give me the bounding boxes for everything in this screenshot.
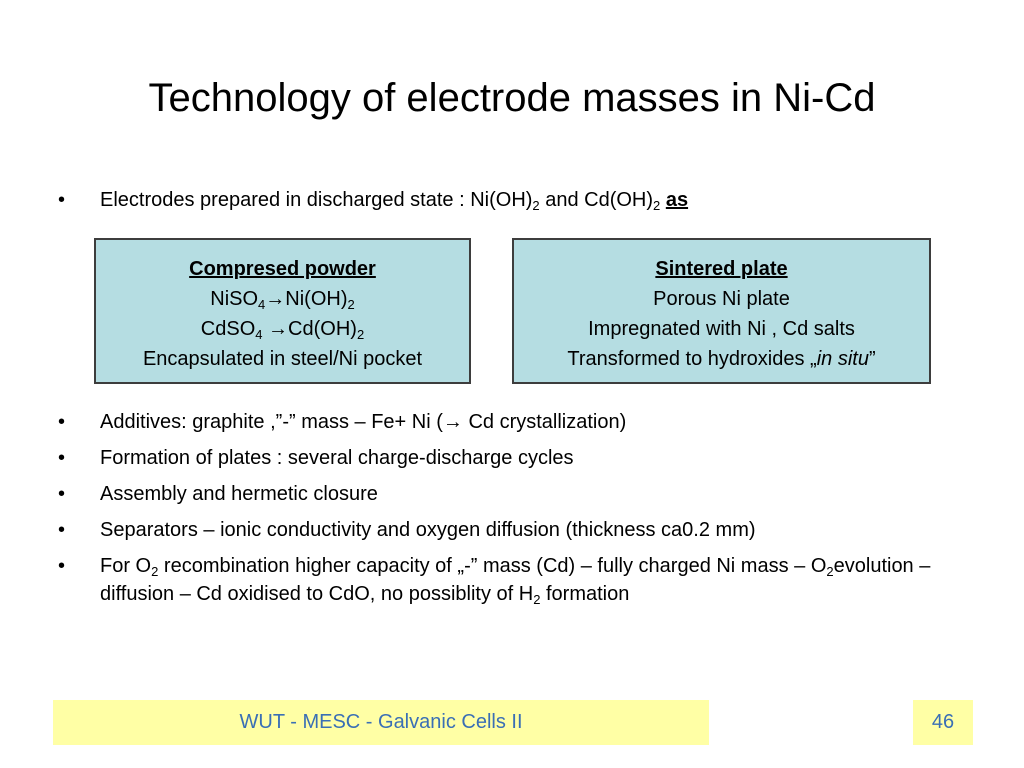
italic-text: in situ bbox=[816, 348, 869, 370]
bullet-item-recombination: •For O2 recombination higher capacity of… bbox=[58, 552, 958, 608]
formula-text: CdSO bbox=[200, 318, 256, 340]
subscript: 4 bbox=[255, 327, 263, 342]
bullet-text: For O bbox=[100, 555, 152, 577]
subscript: 2 bbox=[532, 198, 540, 213]
bullet-text: formation bbox=[540, 583, 630, 605]
footer-course-label: WUT - MESC - Galvanic Cells II bbox=[53, 700, 709, 745]
bullet-text: and Cd(OH) bbox=[539, 189, 654, 211]
bullet-item-assembly: • Assembly and hermetic closure bbox=[58, 480, 958, 508]
subscript: 2 bbox=[151, 564, 159, 579]
bullet-text: evolution – diffusion – Cd oxidised to C… bbox=[100, 555, 931, 605]
bullet-text: Additives: graphite ,”-” mass – Fe+ Ni (… bbox=[100, 411, 627, 433]
subscript: 2 bbox=[826, 564, 834, 579]
details-bullet-list: • Additives: graphite ,”-” mass – Fe+ Ni … bbox=[58, 408, 958, 616]
compressed-powder-box: Compresed powder NiSO4→Ni(OH)2 CdSO4 →Cd… bbox=[94, 238, 471, 384]
bullet-marker: • bbox=[58, 555, 66, 577]
formula-text: →Ni(OH) bbox=[265, 288, 348, 310]
bullet-text: recombination higher capacity of „-” mas… bbox=[158, 555, 827, 577]
subscript: 4 bbox=[258, 297, 266, 312]
bullet-text: Separators – ionic conductivity and oxyg… bbox=[100, 519, 756, 541]
box-heading: Sintered plate bbox=[655, 258, 788, 280]
bullet-marker: • bbox=[58, 411, 66, 433]
bullet-text: Formation of plates : several charge-dis… bbox=[100, 447, 574, 469]
box-heading: Compresed powder bbox=[189, 258, 376, 280]
slide-title: Technology of electrode masses in Ni-Cd bbox=[148, 76, 876, 120]
bullet-marker: • bbox=[58, 519, 66, 541]
box-line: Encapsulated in steel/Ni pocket bbox=[142, 348, 423, 370]
bullet-item-formation: • Formation of plates : several charge-di… bbox=[58, 444, 958, 472]
sintered-plate-box: Sintered plate Porous Ni plate Impregnat… bbox=[512, 238, 931, 384]
subscript: 2 bbox=[347, 297, 355, 312]
bullet-text: Assembly and hermetic closure bbox=[100, 483, 378, 505]
bullet-item-separators: • Separators – ionic conductivity and oxy… bbox=[58, 516, 958, 544]
intro-bullet-list: • Electrodes prepared in discharged state… bbox=[58, 186, 958, 214]
formula-text: NiSO bbox=[210, 288, 259, 310]
bullet-marker: • bbox=[58, 483, 66, 505]
subscript: 2 bbox=[356, 327, 365, 342]
box-line: Impregnated with Ni , Cd salts bbox=[588, 318, 855, 340]
box-line: NiSO4→Ni(OH)2 bbox=[96, 284, 469, 314]
formula-text: →Cd(OH) bbox=[262, 318, 357, 340]
bullet-item-electrodes: • Electrodes prepared in discharged state… bbox=[58, 186, 958, 214]
box-line: CdSO4 →Cd(OH)2 bbox=[96, 314, 469, 344]
box-line: Transformed to hydroxides „in situ” bbox=[514, 344, 929, 374]
box-text: Transformed to hydroxides „ bbox=[567, 348, 817, 370]
subscript: 2 bbox=[653, 198, 661, 213]
bullet-marker: • bbox=[58, 189, 66, 211]
subscript: 2 bbox=[533, 592, 541, 607]
bullet-text: Electrodes prepared in discharged state … bbox=[100, 189, 533, 211]
emphasis-text: as bbox=[665, 189, 689, 211]
box-text: ” bbox=[868, 348, 876, 370]
bullet-marker: • bbox=[58, 447, 66, 469]
bullet-item-additives: • Additives: graphite ,”-” mass – Fe+ Ni … bbox=[58, 408, 958, 436]
box-line: Porous Ni plate bbox=[653, 288, 790, 310]
footer-page-number: 46 bbox=[913, 700, 973, 745]
